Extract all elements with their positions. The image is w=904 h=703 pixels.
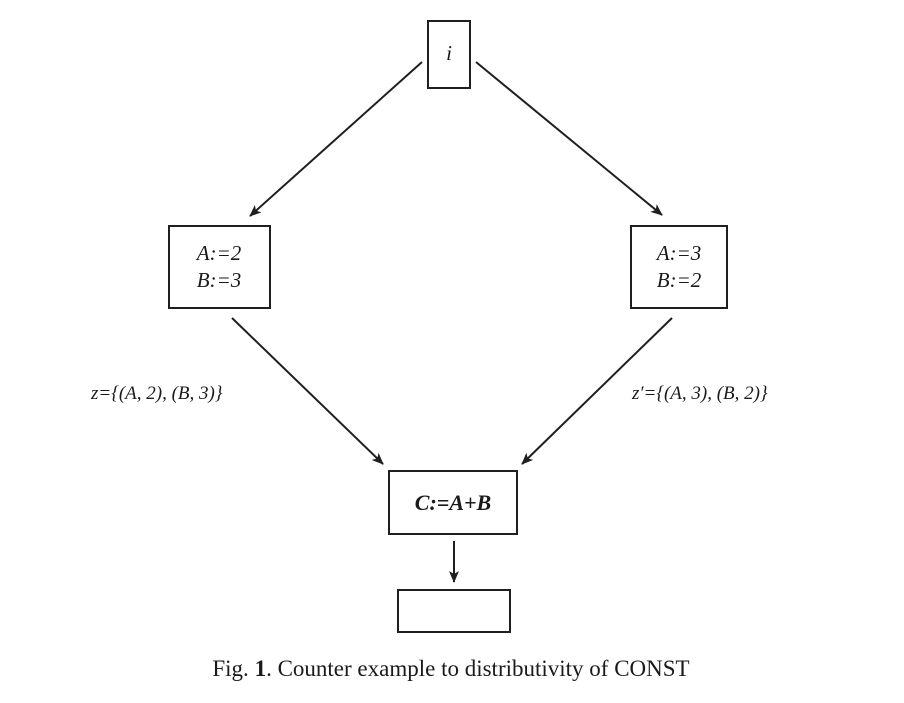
merge-node-box — [388, 470, 518, 535]
entry-node-label: i — [446, 41, 452, 65]
figure-caption: Fig. 1. Counter example to distributivit… — [212, 656, 689, 681]
edge-entry-to-right — [475, 61, 663, 216]
left-edge-label: z={(A, 2), (B, 3)} — [90, 383, 223, 404]
merge-node: C:=A+B — [388, 470, 518, 535]
exit-node-box — [397, 589, 511, 633]
right-assign-line-b: B:=2 — [657, 268, 702, 292]
figure-caption-number: 1 — [255, 656, 267, 681]
edge-entry-to-left — [249, 61, 423, 217]
edge-left-to-merge — [231, 317, 384, 465]
figure-caption-text: . Counter example to distributivity of C… — [266, 656, 690, 681]
figure-caption-prefix: Fig. — [212, 656, 254, 681]
exit-node — [397, 589, 511, 633]
right-assign-box — [630, 225, 728, 309]
entry-node: i — [427, 20, 471, 89]
left-assign-line-b: B:=3 — [197, 268, 242, 292]
right-assign-line-a: A:=3 — [655, 241, 702, 265]
left-assign-node: A:=2 B:=3 — [168, 225, 271, 309]
right-edge-label: z′={(A, 3), (B, 2)} — [631, 383, 768, 404]
left-assign-line-a: A:=2 — [195, 241, 242, 265]
left-assign-box — [168, 225, 271, 309]
edge-right-to-merge — [521, 317, 673, 465]
merge-node-label: C:=A+B — [415, 490, 491, 515]
right-assign-node: A:=3 B:=2 — [630, 225, 728, 309]
entry-node-box — [427, 20, 471, 89]
